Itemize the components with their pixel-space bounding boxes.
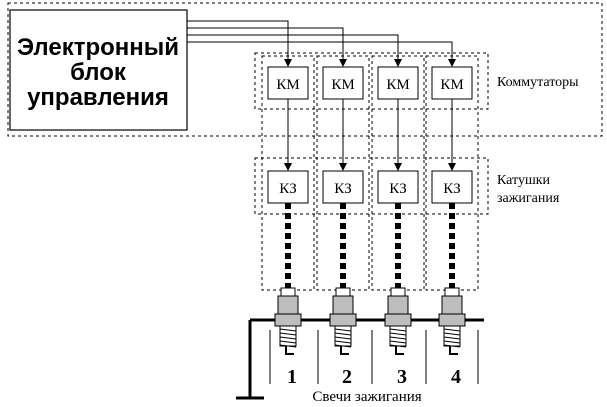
plug-thread-line xyxy=(334,340,352,344)
plug-electrode xyxy=(449,346,458,355)
plug-electrode xyxy=(285,346,294,355)
channel-1: КМ КЗ 1 xyxy=(187,20,315,388)
plug-terminal xyxy=(390,287,406,297)
plug-hex-nut xyxy=(329,313,357,327)
plug-thread-line xyxy=(389,332,407,336)
plug-terminal xyxy=(280,287,296,297)
plug-thread-line xyxy=(389,340,407,344)
plug-thread-line xyxy=(279,332,297,336)
plug-thread-line xyxy=(443,328,461,332)
spark-plug xyxy=(274,287,302,355)
plug-hex-nut xyxy=(274,313,302,327)
plug-insulator xyxy=(387,295,409,315)
channels-group: КМ КЗ 1 КМ КЗ 2 КМ КЗ 3 КМ КЗ 4 xyxy=(187,20,479,388)
commutator-label: КМ xyxy=(386,77,409,93)
commutators-group-frame xyxy=(254,52,489,110)
plug-thread-line xyxy=(389,328,407,332)
plug-thread-line xyxy=(334,344,352,348)
spark-plug xyxy=(329,287,357,355)
commutators-group-label: Коммутаторы xyxy=(497,75,579,90)
control-wire xyxy=(187,41,456,67)
plug-thread-line xyxy=(334,332,352,336)
channel-4: КМ КЗ 4 xyxy=(187,41,479,388)
plug-thread-line xyxy=(279,328,297,332)
plug-insulator xyxy=(441,295,463,315)
ecu-label-line-2: блок xyxy=(70,59,127,86)
ecu-box xyxy=(9,9,188,131)
commutator-box xyxy=(377,66,419,100)
plug-thread-line xyxy=(389,344,407,348)
cylinder-number: 3 xyxy=(397,366,407,388)
plug-thread-line xyxy=(334,328,352,332)
plug-thread-line xyxy=(279,336,297,340)
cylinder-number: 4 xyxy=(451,366,461,388)
coil-label: КЗ xyxy=(443,181,461,197)
commutator-box xyxy=(431,66,473,100)
coil-box xyxy=(267,170,309,204)
coil-box xyxy=(322,170,364,204)
plug-hex-nut xyxy=(438,313,466,327)
control-wire xyxy=(187,20,292,67)
control-wire xyxy=(187,34,402,67)
plug-hex-nut xyxy=(384,313,412,327)
plug-thread-line xyxy=(334,336,352,340)
spark-plug xyxy=(384,287,412,355)
coil-label: КЗ xyxy=(389,181,407,197)
plug-terminal xyxy=(335,287,351,297)
cylinder-number: 1 xyxy=(287,366,297,388)
plug-insulator xyxy=(332,295,354,315)
plug-terminal xyxy=(444,287,460,297)
coil-label: КЗ xyxy=(334,181,352,197)
plug-electrode xyxy=(340,346,349,355)
spark-plug xyxy=(438,287,466,355)
spark-plugs-caption: Свечи зажигания xyxy=(312,389,421,405)
cylinder-number: 2 xyxy=(342,366,352,388)
commutator-label: КМ xyxy=(440,77,463,93)
commutator-label: КМ xyxy=(331,77,354,93)
coils-group-label-line-2: зажигания xyxy=(497,191,560,206)
plug-thread-line xyxy=(443,332,461,336)
control-wire xyxy=(187,27,347,67)
plug-electrode xyxy=(395,346,404,355)
plug-thread-line xyxy=(443,344,461,348)
channel-2: КМ КЗ 2 xyxy=(187,27,370,388)
coils-group-label-line-1: Катушки xyxy=(497,173,551,188)
system-dashed-frame xyxy=(7,2,603,137)
commutator-box xyxy=(322,66,364,100)
plug-thread-line xyxy=(389,336,407,340)
commutator-label: КМ xyxy=(276,77,299,93)
commutator-box xyxy=(267,66,309,100)
coil-label: КЗ xyxy=(279,181,297,197)
ecu-label-line-1: Электронный xyxy=(17,34,179,61)
plug-insulator xyxy=(277,295,299,315)
plug-thread-line xyxy=(279,340,297,344)
plug-thread-line xyxy=(443,336,461,340)
plug-thread-line xyxy=(279,344,297,348)
plug-thread-line xyxy=(443,340,461,344)
coil-box xyxy=(377,170,419,204)
ecu-label-line-3: управления xyxy=(27,84,169,111)
channel-3: КМ КЗ 3 xyxy=(187,34,425,388)
